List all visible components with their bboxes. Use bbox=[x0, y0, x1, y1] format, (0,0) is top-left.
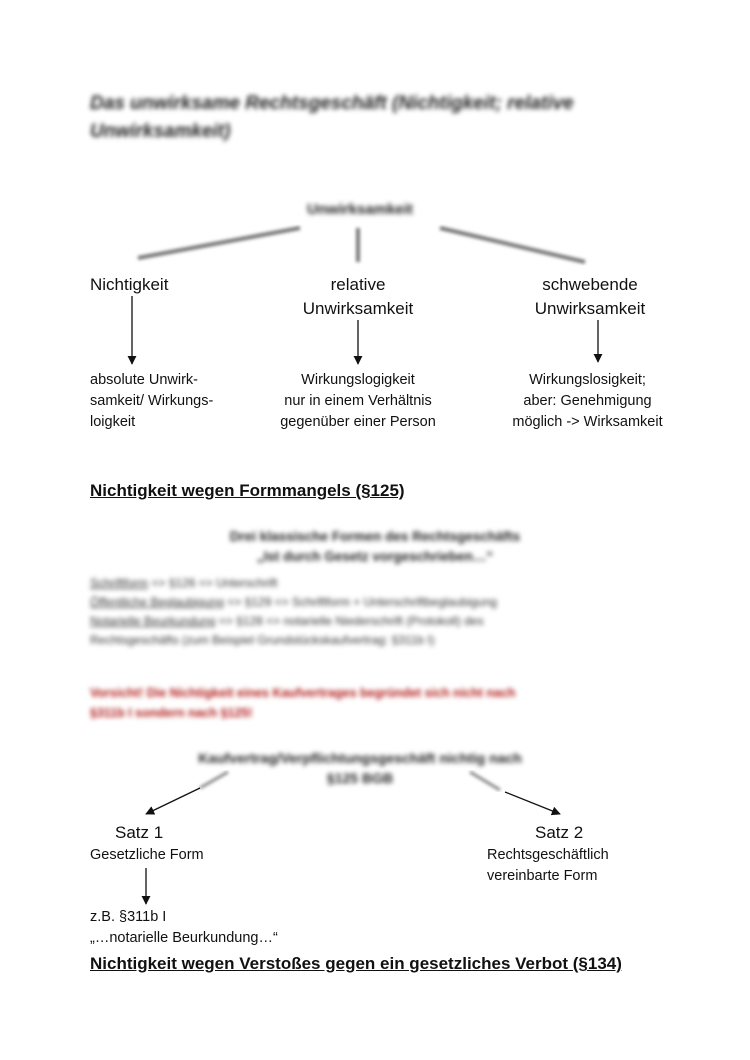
tree1-connector-right bbox=[439, 226, 586, 264]
section-heading-verbot: Nichtigkeit wegen Verstoßes gegen ein ge… bbox=[90, 954, 622, 973]
form-term: Öffentliche Beglaubigung bbox=[90, 595, 224, 609]
tree2-connector-right-blur bbox=[469, 770, 501, 792]
form-line-beglaubigung: Öffentliche Beglaubigung => §129 => Schr… bbox=[90, 593, 650, 612]
forms-list: Schriftform => §126 => Unterschrift Öffe… bbox=[90, 574, 650, 650]
tree2-arrow-right bbox=[504, 791, 561, 816]
form-rest: => §129 => Schriftform + Unterschriftbeg… bbox=[223, 595, 498, 609]
form-rest: Rechtsgeschäfts (zum Beispiel Grundstück… bbox=[90, 633, 435, 647]
tree1-connector-left bbox=[137, 226, 301, 260]
form-term: Notarielle Beurkundung bbox=[90, 614, 216, 628]
section-heading-formmangel: Nichtigkeit wegen Formmangels (§125) bbox=[90, 481, 405, 500]
form-line-schriftform: Schriftform => §126 => Unterschrift bbox=[90, 574, 650, 593]
form-line-beurkundung: Notarielle Beurkundung => §128 => notari… bbox=[90, 612, 650, 631]
form-term: Schriftform bbox=[90, 576, 149, 590]
tree1-root: Unwirksamkeit bbox=[307, 201, 413, 218]
tree2-example-line2: „…notarielle Beurkundung…“ bbox=[90, 930, 278, 946]
tree1-desc-relative: Wirkungslogigkeit nur in einem Verhältni… bbox=[280, 372, 436, 430]
tree2-left-desc: Gesetzliche Form bbox=[90, 847, 204, 863]
forms-box-title: Drei klassische Formen des Rechtsgeschäf… bbox=[229, 529, 521, 564]
tree2-left-label: Satz 1 bbox=[115, 823, 164, 842]
tree1-branch-nichtigkeit: Nichtigkeit bbox=[90, 275, 169, 294]
warning-note: Vorsicht! Die Nichtigkeit eines Kaufvert… bbox=[90, 686, 516, 720]
document-title: Das unwirksame Rechtsgeschäft (Nichtigke… bbox=[90, 93, 574, 142]
form-rest: => §128 => notarielle Niederschrift (Pro… bbox=[215, 614, 484, 628]
tree2-root: Kaufvertrag/Verpflichtungsgeschäft nicht… bbox=[198, 750, 522, 786]
tree1-desc-nichtigkeit: absolute Unwirk- samkeit/ Wirkungs- loig… bbox=[90, 372, 214, 430]
tree1-branch-relative: relative Unwirksamkeit bbox=[302, 275, 414, 318]
tree2-right-label: Satz 2 bbox=[535, 823, 584, 842]
tree2-right-desc: Rechtsgeschäftlich vereinbarte Form bbox=[487, 847, 609, 884]
form-rest: => §126 => Unterschrift bbox=[148, 576, 278, 590]
tree1-branch-schwebende: schwebende Unwirksamkeit bbox=[534, 275, 646, 318]
tree1-desc-schwebende: Wirkungslosigkeit; aber: Genehmigung mög… bbox=[512, 372, 663, 430]
form-line-continuation: Rechtsgeschäfts (zum Beispiel Grundstück… bbox=[90, 631, 650, 650]
tree2-example-line1: z.B. §311b I bbox=[90, 909, 167, 925]
tree2-arrow-left bbox=[145, 787, 201, 815]
tree2-connector-left-blur bbox=[199, 770, 229, 790]
